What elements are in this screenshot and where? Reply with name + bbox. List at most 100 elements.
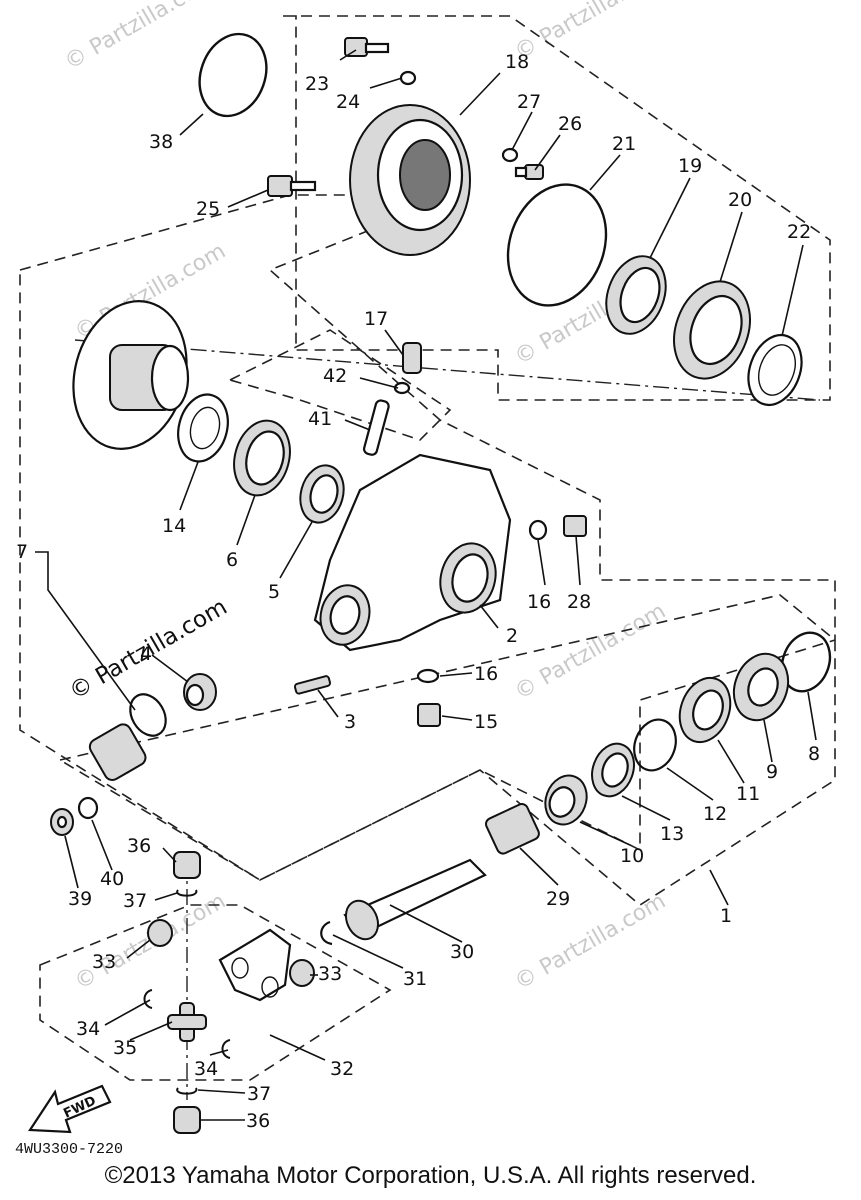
- callout-label: 5: [268, 581, 280, 603]
- watermark: © Partzilla.com: [511, 889, 671, 996]
- callout-label: 24: [336, 91, 360, 113]
- part-23-bolt: [344, 37, 390, 57]
- callout-label: 42: [323, 365, 347, 387]
- part-33-bearing-cup-lower: [289, 959, 315, 987]
- callout-label: 34: [194, 1058, 218, 1080]
- callout-label: 20: [728, 189, 752, 211]
- part-37-clip-top: [176, 889, 198, 897]
- callout-label: 33: [318, 963, 342, 985]
- part-yoke: [218, 928, 292, 1002]
- callout-label: 34: [76, 1018, 100, 1040]
- part-3-stud: [293, 675, 332, 695]
- outline-bearing-group: [57, 594, 836, 906]
- part-41-pin: [362, 399, 390, 456]
- callout-label: 27: [517, 91, 541, 113]
- part-15-plug: [417, 703, 441, 727]
- callout-label: 38: [149, 131, 173, 153]
- callout-label: 36: [246, 1110, 270, 1132]
- part-16-washer-lower: [416, 668, 440, 684]
- part-6-bearing: [233, 419, 291, 497]
- callout-label: 4: [140, 643, 152, 665]
- part-14-plate: [177, 393, 229, 463]
- callout-label: 17: [364, 308, 388, 330]
- part-39-nut: [50, 808, 74, 836]
- part-11-nut: [678, 676, 732, 744]
- part-7-ring-gear: [72, 300, 190, 450]
- part-25-bolt: [267, 175, 317, 197]
- callout-label: 16: [474, 663, 498, 685]
- part-38-o-ring: [198, 32, 268, 118]
- part-code: 4WU3300-7220: [15, 1141, 124, 1158]
- part-12-o-ring: [633, 718, 677, 772]
- callout-label: 21: [612, 133, 636, 155]
- part-33-bearing-cup-upper: [147, 919, 173, 947]
- callout-label: 18: [505, 51, 529, 73]
- callout-label: 19: [678, 155, 702, 177]
- callout-label: 6: [226, 549, 238, 571]
- callout-label: 8: [808, 743, 820, 765]
- part-34-clip-right: [221, 1039, 231, 1059]
- part-22-shim: [747, 334, 803, 406]
- callout-label: 39: [68, 888, 92, 910]
- callout-label: 12: [703, 803, 727, 825]
- callout-label: 3: [344, 711, 356, 733]
- callout-label: 29: [546, 888, 570, 910]
- group-outlines: [19, 15, 836, 1100]
- callout-label: 31: [403, 968, 427, 990]
- callout-label: 2: [506, 625, 518, 647]
- part-2-housing: [313, 453, 512, 652]
- leader-lines: [35, 49, 817, 1121]
- part-9-bearing: [732, 652, 790, 722]
- callout-label: 40: [100, 868, 124, 890]
- copyright-notice: ©2013 Yamaha Motor Corporation, U.S.A. A…: [104, 1162, 757, 1189]
- callout-label: 32: [330, 1058, 354, 1080]
- callout-label: 30: [450, 941, 474, 963]
- part-13-seal: [591, 742, 635, 798]
- part-31-circlip: [320, 920, 333, 946]
- part-29-needle-bearing: [485, 803, 540, 855]
- part-10-bearing: [544, 774, 588, 826]
- callout-label: 28: [567, 591, 591, 613]
- callout-label: 1: [720, 905, 732, 927]
- callout-label: 14: [162, 515, 186, 537]
- callout-label: 33: [92, 951, 116, 973]
- axis-line: [74, 339, 821, 401]
- callout-label: 36: [127, 835, 151, 857]
- outline-housing-group: [19, 194, 836, 881]
- outline-shaft-group: [227, 329, 452, 441]
- callout-label: 15: [474, 711, 498, 733]
- callout-label: 16: [527, 591, 551, 613]
- callout-label: 35: [113, 1037, 137, 1059]
- part-4-collar: [183, 673, 217, 711]
- callout-labels: 1 2 3 4 5 6 7 8 9 10 11 12 13 14 15 16 1…: [16, 51, 820, 1132]
- part-40-washer: [77, 796, 99, 820]
- callout-label: 26: [558, 113, 582, 135]
- fwd-arrow-icon: FWD: [28, 1084, 112, 1134]
- part-27-washer: [501, 147, 519, 163]
- callout-label: 11: [736, 783, 760, 805]
- watermark: © Partzilla.com: [61, 0, 221, 75]
- callout-label: 9: [766, 761, 778, 783]
- part-26-bolt: [514, 164, 544, 180]
- callout-label: 10: [620, 845, 644, 867]
- callout-label: 23: [305, 73, 329, 95]
- outline-cover-group: [283, 15, 831, 401]
- callout-label: 37: [247, 1083, 271, 1105]
- part-34-clip-left: [143, 989, 153, 1009]
- part-16-washer: [528, 519, 548, 541]
- callout-label: 22: [787, 221, 811, 243]
- parts: FWD: [28, 32, 832, 1134]
- part-20-bearing: [673, 280, 751, 380]
- part-35-cross-joint: [167, 1002, 207, 1042]
- part-30-drive-shaft: [343, 858, 487, 941]
- part-7-pinion-gear: [88, 693, 167, 781]
- part-36-boot-top: [173, 851, 201, 879]
- part-24-washer: [399, 70, 417, 86]
- callout-label: 7: [16, 541, 28, 563]
- part-8-shim: [780, 631, 832, 693]
- callout-label: 13: [660, 823, 684, 845]
- part-37-clip-bottom: [176, 1087, 198, 1095]
- part-19-seal: [605, 255, 667, 335]
- callout-label: 41: [308, 408, 332, 430]
